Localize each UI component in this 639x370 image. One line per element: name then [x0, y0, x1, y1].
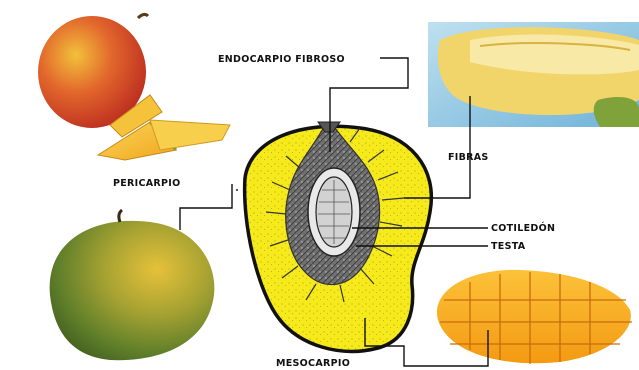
- label-endocarpio-fibroso: ENDOCARPIO FIBROSO: [218, 54, 345, 65]
- label-testa: TESTA: [491, 241, 526, 252]
- label-pericarpio: PERICARPIO: [113, 178, 181, 189]
- label-fibras: FIBRAS: [448, 152, 489, 163]
- mango-photo-cut-seed: [428, 22, 639, 127]
- label-mesocarpio: MESOCARPIO: [276, 358, 350, 369]
- mango-photo-cubed: [437, 270, 632, 364]
- mango-photo-whole-red: [38, 14, 230, 160]
- mango-cross-section: [245, 122, 432, 351]
- mango-photo-whole-green: [50, 210, 215, 360]
- label-cotiledon: COTILEDÓN: [491, 222, 555, 234]
